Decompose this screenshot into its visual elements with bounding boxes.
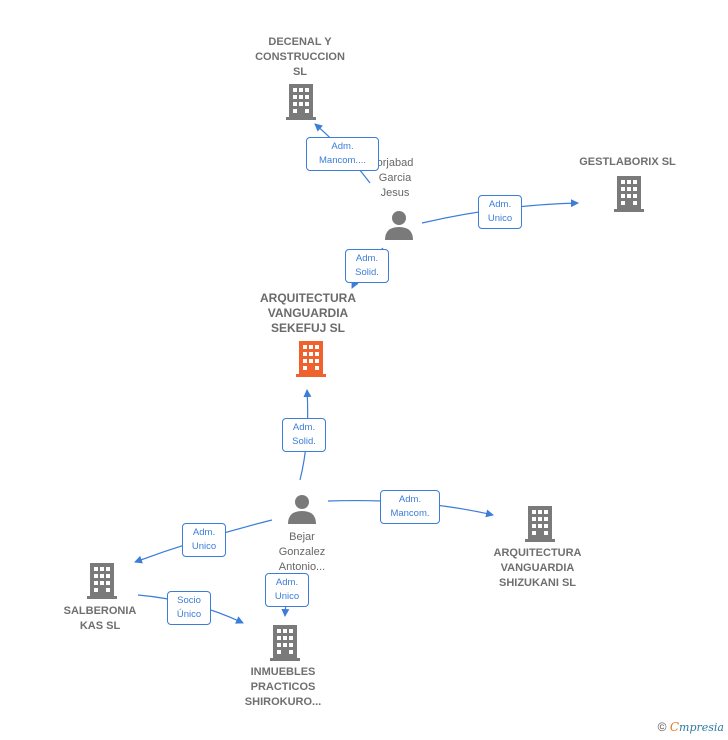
node-main-label: ARQUITECTURA VANGUARDIA SEKEFUJ SL [260, 291, 356, 335]
person-icon [288, 495, 316, 524]
node-shizukani-label: ARQUITECTURA VANGUARDIA SHIZUKANI SL [493, 547, 582, 589]
building-icon [270, 625, 300, 661]
brand-logo-text: mpresia [679, 721, 724, 734]
node-decenal-label: DECENAL Y CONSTRUCCION SL [255, 36, 345, 78]
node-gestlaborix[interactable]: GESTLABORIX SL [570, 155, 685, 170]
edge-label-orjabad-gestlaborix[interactable]: Adm. Unico [478, 195, 522, 229]
node-salberonia[interactable]: SALBERONIA KAS SL [50, 604, 150, 634]
node-bejar-label: Bejar Gonzalez Antonio... [278, 531, 326, 573]
building-icon [614, 176, 644, 212]
edge-label-bejar-salberonia[interactable]: Adm. Unico [182, 523, 226, 557]
edge-label-salberonia-inmuebles[interactable]: Socio Único [167, 591, 211, 625]
node-orjabad-label: orjabad Garcia Jesus [376, 157, 414, 199]
node-orjabad[interactable]: orjabad Garcia Jesus [360, 156, 430, 201]
node-gestlaborix-label: GESTLABORIX SL [579, 156, 676, 168]
building-icon [87, 563, 117, 599]
brand-footer[interactable]: © Cmpresia [658, 720, 724, 734]
person-icon [385, 211, 413, 240]
node-decenal[interactable]: DECENAL Y CONSTRUCCION SL [235, 35, 365, 80]
building-icon [296, 341, 326, 377]
node-main[interactable]: ARQUITECTURA VANGUARDIA SEKEFUJ SL [238, 291, 378, 336]
node-salberonia-label: SALBERONIA KAS SL [63, 605, 137, 632]
brand-logo-e: C [669, 720, 680, 734]
building-icon [525, 506, 555, 542]
edge-label-bejar-shizukani[interactable]: Adm. Mancom. [380, 490, 440, 524]
node-shizukani[interactable]: ARQUITECTURA VANGUARDIA SHIZUKANI SL [475, 546, 600, 591]
node-inmuebles[interactable]: INMUEBLES PRACTICOS SHIROKURO... [228, 665, 338, 710]
building-icon [286, 84, 316, 120]
node-inmuebles-label: INMUEBLES PRACTICOS SHIROKURO... [244, 666, 322, 708]
edge-label-orjabad-main[interactable]: Adm. Solid. [345, 249, 389, 283]
copyright-icon: © [657, 720, 667, 734]
edge-label-orjabad-decenal[interactable]: Adm. Mancom.... [306, 137, 379, 171]
edge-label-bejar-main[interactable]: Adm. Solid. [282, 418, 326, 452]
edge-label-bejar-inmuebles[interactable]: Adm. Unico [265, 573, 309, 607]
node-bejar[interactable]: Bejar Gonzalez Antonio... [262, 530, 342, 575]
